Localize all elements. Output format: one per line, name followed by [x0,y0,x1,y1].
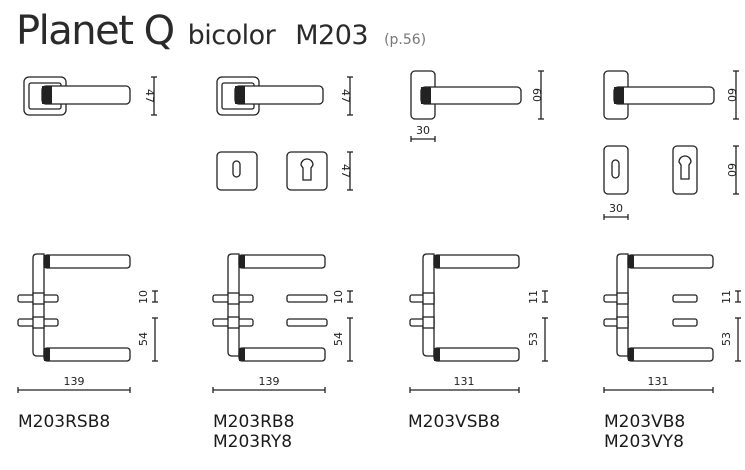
dim-label: 139 [64,375,85,388]
profile-rb8 [212,253,328,362]
page-title-row: Planet Q bicolor M203 (p.56) [16,8,426,58]
profile-vb8 [603,253,714,362]
dim-label: 53 [527,332,540,346]
handle-square-rose-2 [216,76,324,116]
dim-label: 54 [137,332,150,346]
dim-label: 139 [259,375,280,388]
dim-label: 11 [527,290,540,304]
escutcheon-cylinder-square [286,151,328,191]
dim-label: 10 [332,290,345,304]
dim-label: 47 [339,89,352,103]
dim-label: 131 [648,375,669,388]
dim-label: 11 [720,290,733,304]
profile-vsb8 [409,253,520,362]
dim-label: 60 [725,88,738,102]
dim-label: 47 [143,89,156,103]
handle-rect-rose-4 [603,70,715,120]
profile-rsb8 [17,253,131,362]
product-code: M203RB8 [213,412,295,432]
escutcheon-key-rect [603,145,629,195]
escutcheon-cylinder-rect [672,145,698,195]
escutcheon-key-square [216,151,258,191]
product-code: M203VSB8 [408,412,501,432]
product-code-alt: M203RY8 [213,432,293,452]
dim-label: 30 [416,124,430,137]
dim-label: 10 [137,290,150,304]
product-model: M203 [295,20,369,51]
handle-rect-rose-3 [410,70,522,120]
dim-label: 60 [530,88,543,102]
dim-label: 54 [332,332,345,346]
handle-square-rose-1 [23,76,131,116]
dim-label: 131 [454,375,475,388]
product-title: Planet Q [16,8,175,54]
product-code: M203RSB8 [18,412,111,432]
page-reference: (p.56) [384,32,427,48]
dim-label: 60 [725,163,738,177]
product-code: M203VB8 [604,412,686,432]
dim-label: 53 [720,332,733,346]
product-code-alt: M203VY8 [604,432,684,452]
product-subtitle: bicolor [187,20,276,51]
dim-label: 30 [609,202,623,215]
dim-label: 47 [339,164,352,178]
